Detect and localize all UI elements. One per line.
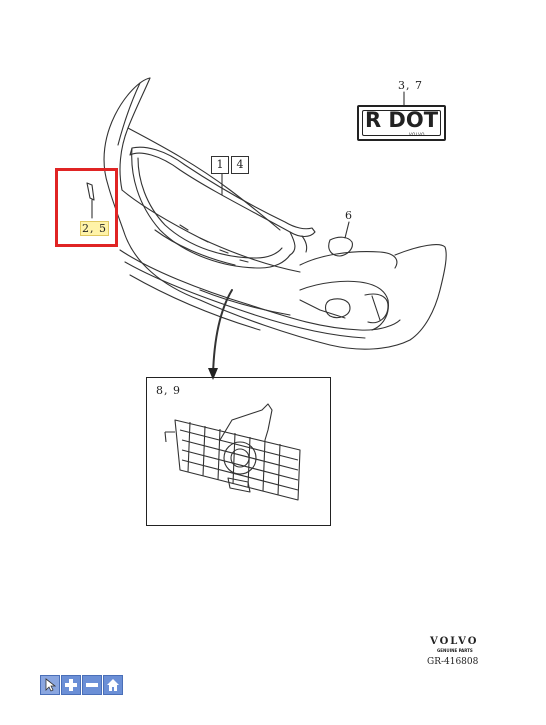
viewer-toolbar <box>40 675 123 695</box>
grille-frame <box>129 146 316 238</box>
bumper-outline <box>103 77 447 350</box>
badge-text: R DOT <box>364 108 439 132</box>
zoom-in-icon <box>65 679 77 691</box>
home-icon <box>107 679 119 691</box>
highlight-box <box>55 168 118 247</box>
volvo-logo: VOLVO <box>430 636 479 647</box>
grille-insert <box>174 419 301 501</box>
zoom-out-button[interactable] <box>82 675 102 695</box>
pointer-icon <box>45 678 57 692</box>
callout-2-5-text: 2, 5 <box>80 221 109 236</box>
home-button[interactable] <box>103 675 123 695</box>
zoom-out-icon <box>86 683 98 687</box>
callout-1: 1 <box>211 156 229 174</box>
callout-2-5: 2, 5 <box>80 221 109 236</box>
detail-box: 8, 9 <box>146 377 331 526</box>
callout-4: 4 <box>231 156 249 174</box>
callout-6: 6 <box>345 209 353 222</box>
r-dot-badge: R DOT VOLVO <box>357 105 446 141</box>
callout-3-7: 3, 7 <box>398 79 423 92</box>
callout-8-9: 8, 9 <box>156 384 181 397</box>
zoom-in-button[interactable] <box>61 675 81 695</box>
genuine-parts-label: GENUINE PARTS <box>437 648 473 653</box>
badge-sub: VOLVO <box>409 132 425 137</box>
pointer-button[interactable] <box>40 675 60 695</box>
diagram-ref: GR-416808 <box>427 657 479 667</box>
